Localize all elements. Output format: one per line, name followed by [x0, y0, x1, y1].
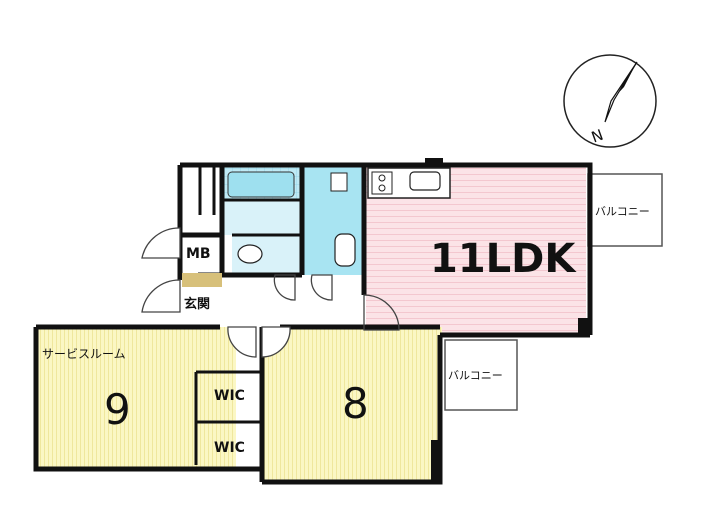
walls	[33, 162, 593, 485]
upper-balcony: バルコニー	[587, 173, 663, 247]
compass-ring	[563, 54, 657, 148]
burner-icon	[378, 174, 386, 182]
mb-label: MB	[186, 246, 211, 262]
service-room-size: 9	[104, 385, 131, 434]
upper-balcony-label: バルコニー	[595, 205, 650, 218]
entrance-step	[182, 273, 222, 287]
bedroom-east-wall	[262, 335, 443, 485]
shaft-lines	[198, 165, 216, 215]
lower-balcony-label: バルコニー	[448, 369, 503, 382]
washbasin-icon	[334, 233, 356, 267]
bathtub	[227, 171, 295, 198]
entrance-label: 玄関	[184, 296, 210, 312]
service-room-outer-wall	[33, 327, 262, 472]
service-room-label: サービスルーム	[42, 347, 126, 361]
door-swings	[141, 227, 400, 358]
ldk-label: 11LDK	[430, 236, 577, 282]
kitchen-counter	[367, 167, 451, 199]
burner-icon	[378, 184, 386, 192]
lower-balcony: バルコニー	[444, 339, 518, 411]
compass: N	[563, 54, 657, 148]
wall-post-corner	[578, 318, 590, 336]
bedroom-floor	[262, 327, 442, 482]
toilet-icon	[237, 244, 263, 264]
sink-icon	[409, 171, 441, 191]
compass-needle-light	[604, 61, 638, 123]
bedroom-size: 8	[342, 379, 369, 428]
washroom-floor	[222, 200, 302, 235]
wall-post-top	[425, 158, 443, 166]
wic-label-lower: WIC	[214, 440, 245, 456]
bedroom-closet-edge	[431, 440, 439, 482]
service-room-floor	[36, 327, 236, 469]
stove-icon	[371, 171, 393, 195]
washing-machine-icon	[330, 172, 348, 192]
wic-label-upper: WIC	[214, 388, 245, 404]
north-east-wall	[180, 162, 593, 335]
wic-walls	[194, 370, 262, 465]
